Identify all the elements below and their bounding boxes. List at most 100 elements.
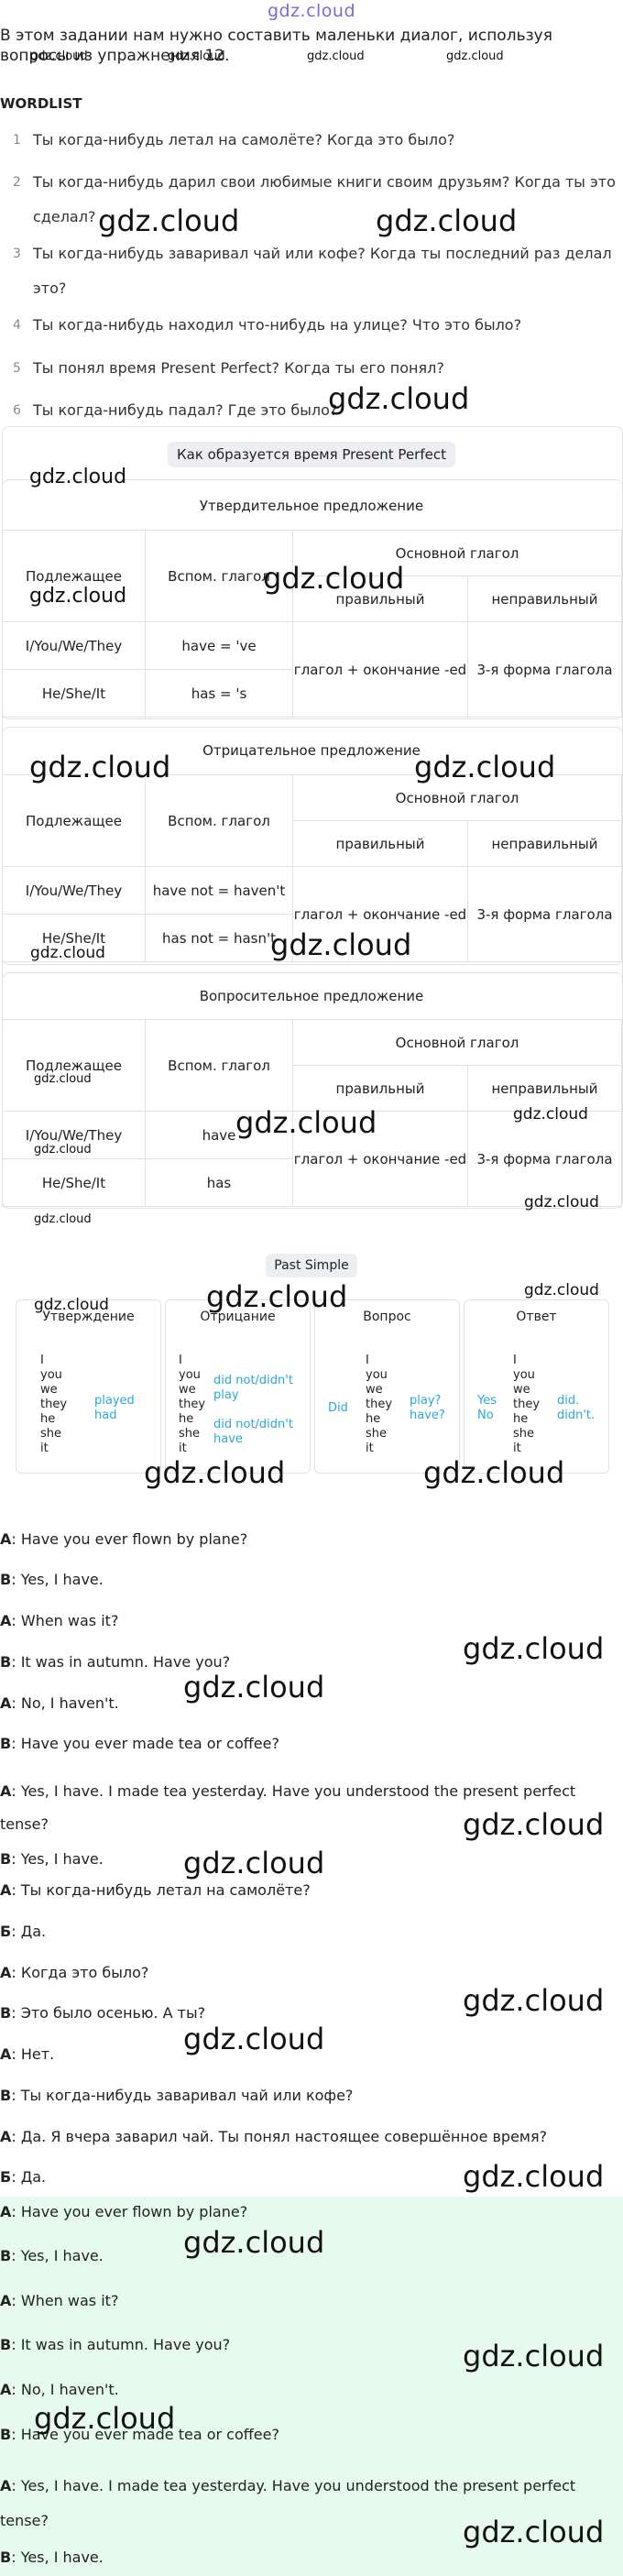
- wordlist-item: 5 Ты понял время Present Perfect? Когда …: [13, 351, 618, 386]
- watermark: gdz.cloud: [463, 2159, 605, 2194]
- line-text: Yes, I have.: [20, 2247, 104, 2264]
- speaker-label: В: [0, 2004, 12, 2022]
- watermark: gdz.cloud: [446, 49, 504, 63]
- irregular-rule: 3-я форма глагола: [467, 866, 622, 962]
- watermark: gdz.cloud: [524, 1281, 599, 1299]
- dialog-line: A: No, I haven't.: [0, 1694, 119, 1712]
- speaker-label: A: [0, 1530, 12, 1548]
- aux-cell: have not = haven't: [145, 866, 293, 915]
- watermark: gdz.cloud: [34, 1212, 92, 1226]
- header-main-verb: Основной глагол: [292, 530, 622, 576]
- speaker-label: A: [0, 2477, 12, 2494]
- speaker-label: Б: [0, 1923, 12, 1940]
- speaker-label: A: [0, 2381, 12, 2398]
- speaker-label: Б: [0, 2168, 12, 2186]
- line-text: No, I haven't.: [20, 2381, 119, 2398]
- item-number: 6: [13, 403, 21, 418]
- line-text: It was in autumn. Have you?: [20, 1653, 231, 1671]
- ps-negative-verbs: did not/didn't play did not/didn't have: [213, 1374, 293, 1446]
- speaker-label: В: [0, 2087, 12, 2104]
- ps-answer-title: Ответ: [516, 1310, 557, 1324]
- header-aux: Вспом. глагол: [145, 1019, 293, 1112]
- watermark: gdz.cloud: [34, 2401, 176, 2436]
- header-regular: правильный: [292, 820, 468, 867]
- watermark: gdz.cloud: [30, 944, 105, 962]
- item-number: 3: [13, 247, 21, 261]
- past-simple-title: Past Simple: [266, 1254, 357, 1277]
- dialog-line: А: Ты когда-нибудь летал на самолёте?: [0, 1881, 311, 1899]
- answer-line: A: Have you ever flown by plane?: [0, 2203, 248, 2220]
- item-number: 5: [13, 361, 21, 376]
- header-regular: правильный: [292, 1065, 468, 1112]
- aux-cell: have: [145, 1111, 293, 1159]
- speaker-label: A: [0, 1694, 12, 1712]
- watermark: gdz.cloud: [463, 2339, 605, 2373]
- header-main-verb: Основной глагол: [292, 1019, 622, 1066]
- line-text: When was it?: [20, 1612, 119, 1629]
- line-text: Yes, I have. I made tea yesterday. Have …: [0, 1782, 576, 1833]
- site-logo[interactable]: gdz.cloud: [267, 1, 356, 21]
- ps-pronouns: I you we they he she it: [40, 1354, 68, 1455]
- ps-affirmative-card: Утверждение I you we they he she it play…: [16, 1299, 161, 1474]
- answer-line: B: Have you ever made tea or coffee?: [0, 2426, 279, 2443]
- subject-cell: I/You/We/They: [2, 866, 146, 915]
- dialog-line: А: Когда это было?: [0, 1964, 149, 1981]
- line-text: Ты когда-нибудь заваривал чай или кофе?: [20, 2087, 354, 2104]
- header-regular: правильный: [292, 575, 468, 622]
- negative-table: Подлежащее Вспом. глагол Основной глагол…: [2, 774, 622, 962]
- subject-cell: He/She/It: [2, 1158, 146, 1207]
- answer-line: A: When was it?: [0, 2292, 119, 2309]
- ps-answer-card: Ответ Yes No I you we they he she it did…: [464, 1299, 609, 1474]
- ps-question-title: Вопрос: [363, 1310, 411, 1324]
- header-irregular: неправильный: [467, 1065, 622, 1112]
- line-text: Have you ever made tea or coffee?: [20, 2426, 279, 2443]
- speaker-label: B: [0, 1735, 12, 1752]
- watermark: gdz.cloud: [30, 49, 88, 63]
- question-table: Подлежащее Вспом. глагол Основной глагол…: [2, 1019, 622, 1207]
- dialog-line: А: Нет.: [0, 2045, 55, 2063]
- ps-negative-card: Отрицание I you we they he she it did no…: [165, 1299, 311, 1474]
- irregular-rule: 3-я форма глагола: [467, 621, 622, 718]
- negative-title: Отрицательное предложение: [202, 742, 421, 759]
- answer-line: B: Yes, I have.: [0, 2247, 104, 2264]
- question-title: Вопросительное предложение: [199, 988, 424, 1004]
- speaker-label: A: [0, 1612, 12, 1629]
- item-text: Ты когда-нибудь заваривал чай или кофе? …: [33, 245, 612, 297]
- item-number: 1: [13, 133, 21, 148]
- ps-question-verbs: play? have?: [410, 1394, 445, 1422]
- dialog-line: Б: Да.: [0, 2168, 47, 2186]
- line-text: Ты когда-нибудь летал на самолёте?: [20, 1881, 311, 1899]
- speaker-label: B: [0, 2247, 12, 2264]
- watermark: gdz.cloud: [183, 1846, 325, 1880]
- affirmative-table: Подлежащее Вспом. глагол Основной глагол…: [2, 530, 622, 718]
- ps-affirmative-title: Утверждение: [42, 1310, 135, 1324]
- line-text: Нет.: [20, 2045, 55, 2063]
- answer-line: B: Yes, I have.: [0, 2549, 104, 2566]
- speaker-label: B: [0, 1850, 12, 1868]
- item-number: 4: [13, 318, 21, 333]
- ps-negative-title: Отрицание: [200, 1310, 276, 1324]
- wordlist-title: WORDLIST: [0, 95, 82, 112]
- item-text: Ты понял время Present Perfect? Когда ты…: [33, 359, 444, 377]
- watermark: gdz.cloud: [376, 203, 518, 238]
- speaker-label: А: [0, 1881, 12, 1899]
- watermark: gdz.cloud: [183, 2225, 325, 2260]
- line-text: Have you ever made tea or coffee?: [20, 1735, 279, 1752]
- speaker-label: B: [0, 2549, 12, 2566]
- line-text: Это было осенью. А ты?: [20, 2004, 206, 2022]
- ps-question-aux: Did: [328, 1401, 348, 1415]
- header-subject: Подлежащее: [2, 774, 146, 867]
- subject-cell: I/You/We/They: [2, 621, 146, 670]
- ps-answer-yesno: Yes No: [477, 1394, 497, 1422]
- ps-affirmative-verbs: played had: [94, 1394, 135, 1422]
- line-text: No, I haven't.: [20, 1694, 119, 1712]
- item-number: 2: [13, 175, 21, 190]
- speaker-label: A: [0, 2292, 12, 2309]
- watermark: gdz.cloud: [513, 1105, 588, 1124]
- aux-cell: have = 've: [145, 621, 293, 670]
- watermark: gdz.cloud: [29, 466, 127, 488]
- wordlist-item: 4 Ты когда-нибудь находил что-нибудь на …: [13, 308, 618, 343]
- watermark: gdz.cloud: [29, 585, 127, 608]
- watermark: gdz.cloud: [270, 927, 412, 962]
- watermark: gdz.cloud: [463, 1631, 605, 1666]
